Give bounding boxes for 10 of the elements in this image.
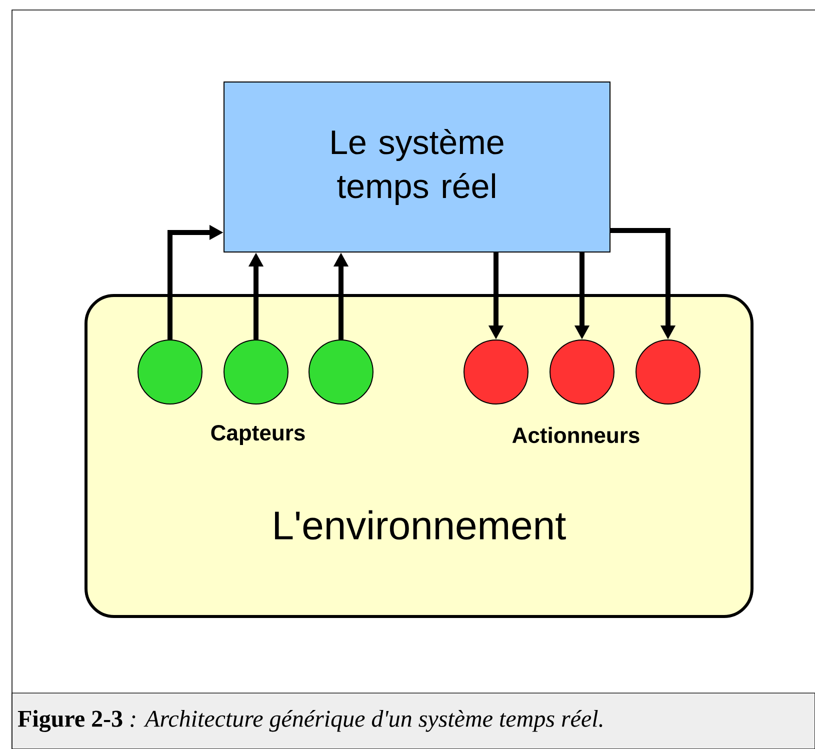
actuator-circle (464, 339, 528, 404)
sensor-circle (224, 339, 288, 404)
group-label: Actionneurs (512, 426, 640, 444)
sensor-circle (138, 339, 202, 404)
actuator-circle (636, 339, 700, 404)
caption: Figure 2-3 : Architecture générique d'un système temps réel. (18, 710, 602, 732)
actuator-circle (550, 339, 614, 404)
system-box: Le système temps réel (224, 82, 610, 252)
group-label: Capteurs (211, 425, 305, 445)
sensor-circle (308, 339, 374, 404)
